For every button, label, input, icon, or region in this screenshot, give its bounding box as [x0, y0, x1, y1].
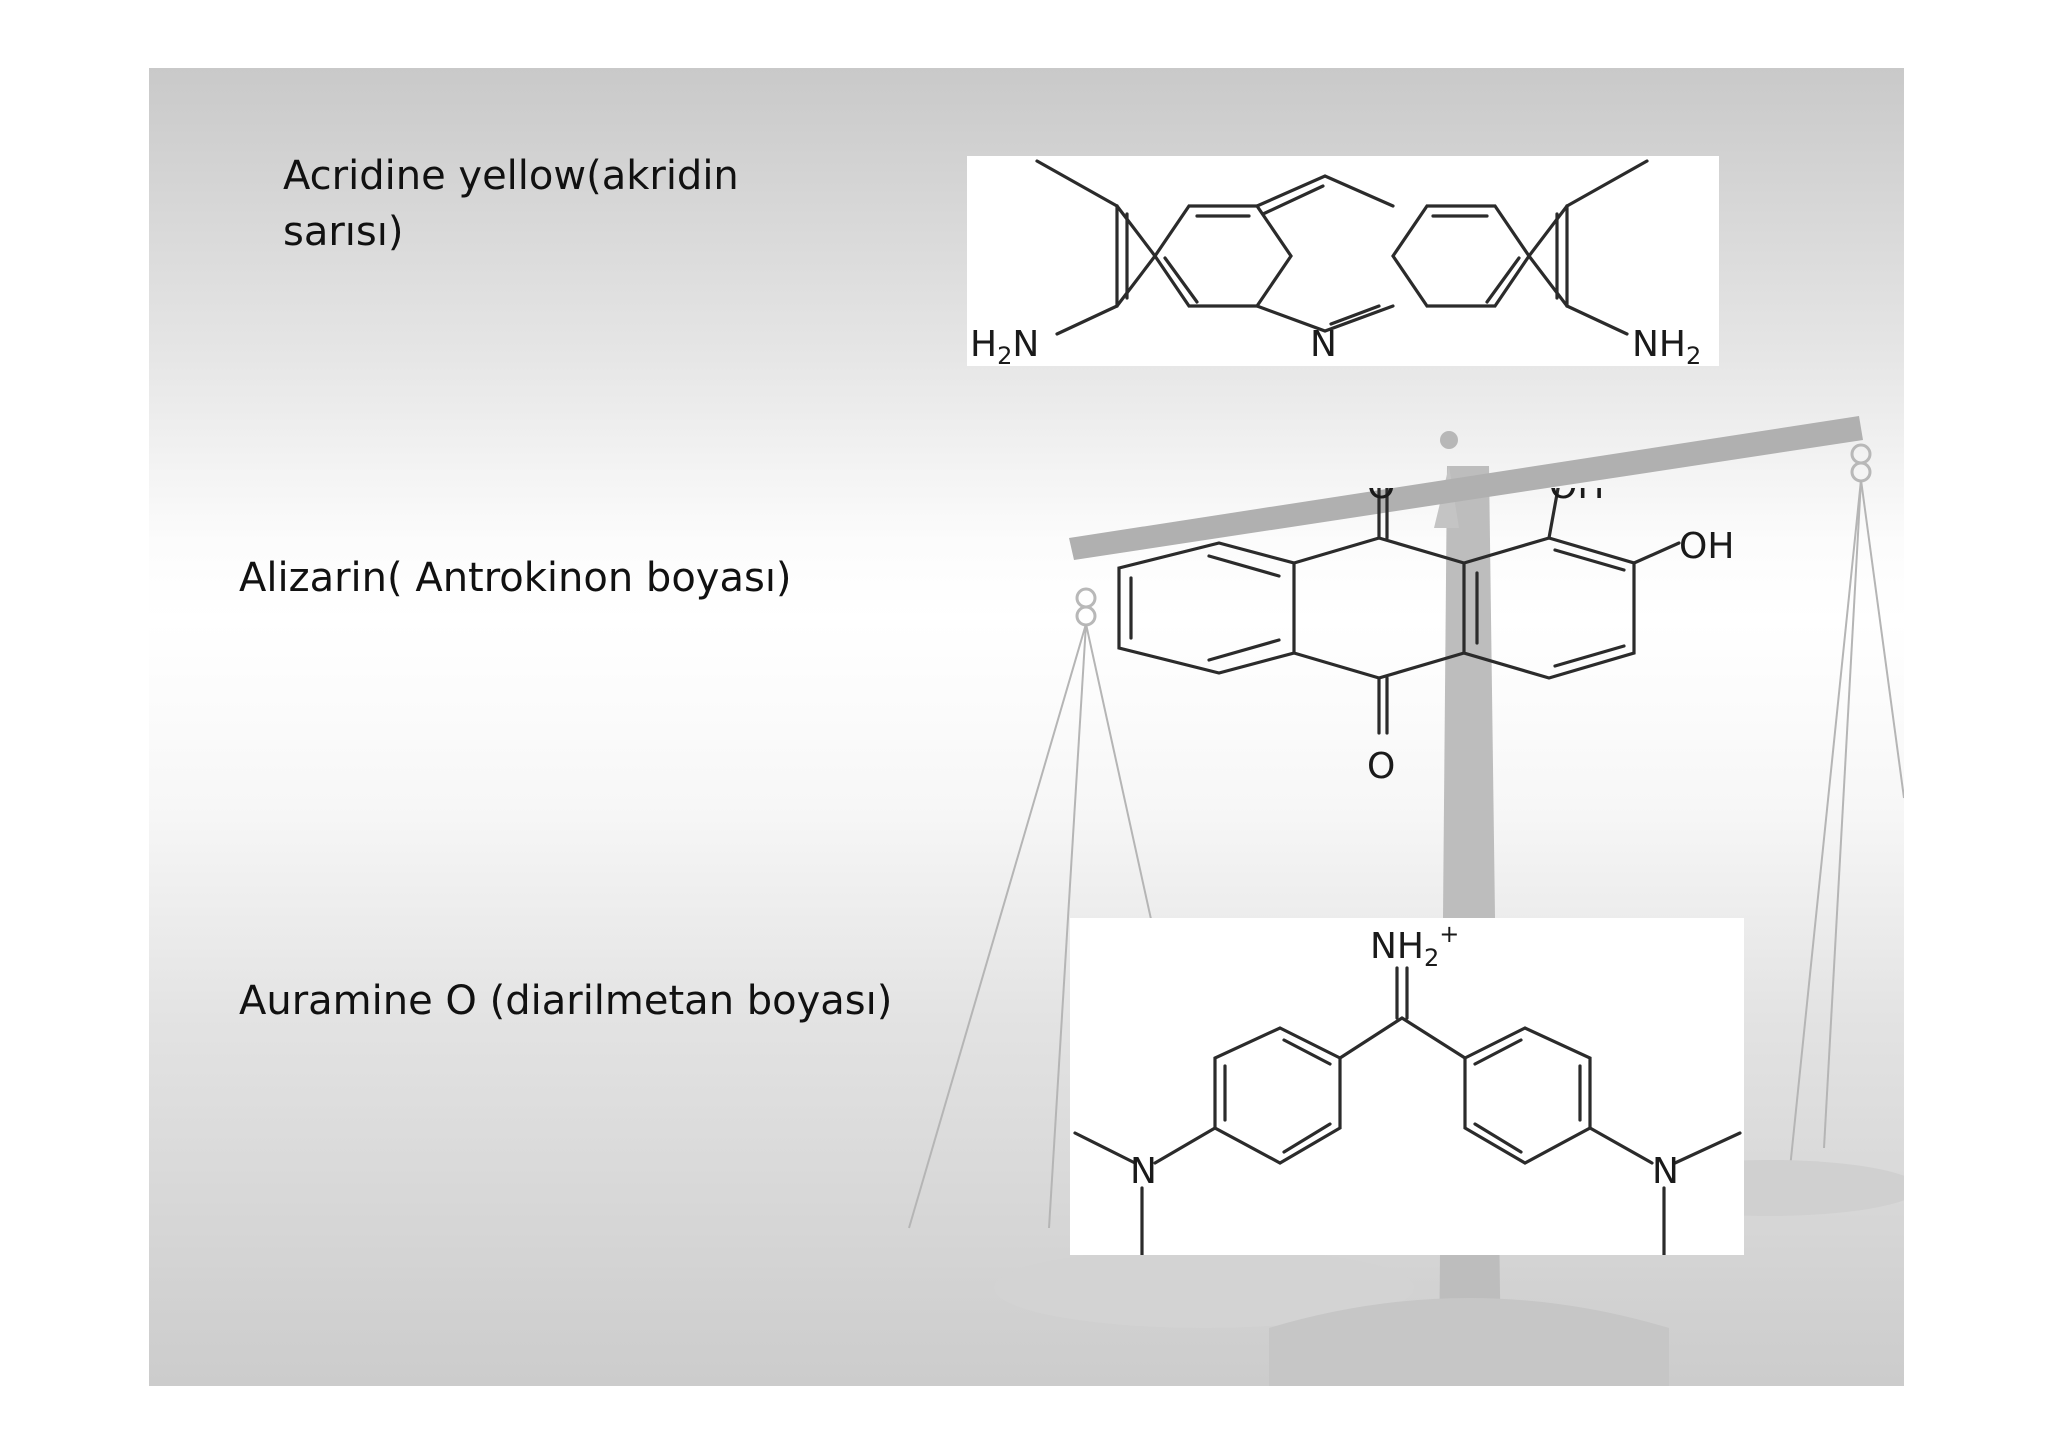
carbonyl-oxygen-top: O	[1367, 488, 1395, 507]
hydroxyl-label-top: OH	[1549, 488, 1604, 507]
auramine-o-structure: NH2+ N N	[1070, 918, 1744, 1257]
amine-label-left: H2N	[970, 324, 1039, 366]
auramine-o-label: Auramine O (diarilmetan boyası)	[239, 978, 893, 1024]
ring-nitrogen-label: N	[1310, 324, 1337, 365]
acridine-yellow-structure: H2N N NH2	[967, 156, 1719, 370]
hydroxyl-label-right: OH	[1679, 526, 1734, 567]
amine-n-right: N	[1652, 1151, 1679, 1192]
alizarin-structure: O O OH OH	[1117, 488, 1734, 787]
iminium-label: NH2+	[1370, 920, 1459, 972]
amine-label-right: NH2	[1632, 324, 1701, 366]
amine-n-left: N	[1130, 1151, 1157, 1192]
carbonyl-oxygen-bottom: O	[1367, 746, 1395, 787]
alizarin-label: Alizarin( Antrokinon boyası)	[239, 555, 792, 601]
